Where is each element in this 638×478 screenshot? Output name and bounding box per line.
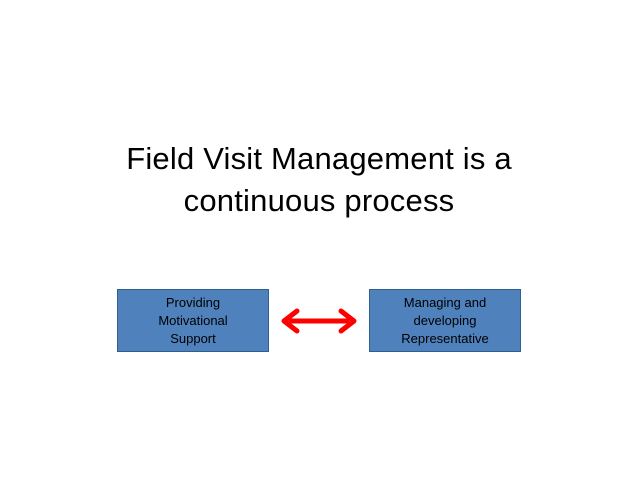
slide-title-line-1: Field Visit Management is a (126, 141, 512, 176)
left-box-text: Providing Motivational Support (158, 294, 227, 348)
providing-motivational-support-box: Providing Motivational Support (117, 289, 269, 352)
slide-title-line-2: continuous process (183, 183, 455, 218)
left-box-line-1: Providing (165, 294, 221, 310)
right-arrow-head (338, 308, 357, 334)
slide-title: Field Visit Management is a continuous p… (60, 138, 578, 222)
left-box-line-2: Motivational (158, 312, 228, 328)
managing-developing-representative-box: Managing and developing Representative (369, 289, 521, 352)
left-arrow-head (281, 308, 300, 334)
bidirectional-arrow-icon (281, 308, 357, 334)
right-box-line-2: developing (413, 312, 477, 328)
left-box-line-3: Support (170, 330, 216, 346)
right-box-line-1: Managing and (403, 294, 487, 310)
right-box-line-3: Representative (401, 330, 489, 346)
right-box-text: Managing and developing Representative (401, 294, 488, 348)
